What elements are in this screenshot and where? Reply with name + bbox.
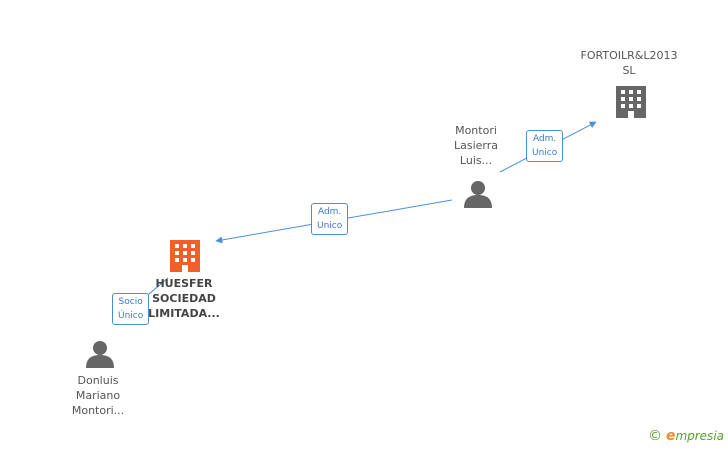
node-label-line: HUESFER [155,277,213,290]
edge-label-line: Adm. [532,134,557,144]
edge-label-montori-fortoil[interactable]: Adm. Unico [526,130,564,162]
person-icon[interactable] [464,181,492,208]
edge-label-line: Unico [532,148,558,158]
node-label-line: Lasierra [453,139,499,152]
node-label-donluis[interactable]: Donluis Mariano Montori... [38,373,158,418]
node-label-line: Mariano [75,389,121,402]
person-icon[interactable] [86,341,114,368]
node-label-line: FORTOILR&L2013 [580,49,678,62]
node-label-line: Donluis [77,374,119,387]
node-label-line: SOCIEDAD [152,292,216,305]
building-icon[interactable] [170,240,200,272]
node-label-huesfer[interactable]: HUESFER SOCIEDAD LIMITADA... [124,276,244,321]
node-label-line: SL [622,64,636,77]
brand-logo-text: mpresia [675,429,724,443]
brand-footer: ©empresia [648,428,724,444]
node-label-fortoil[interactable]: FORTOILR&L2013 SL [569,48,689,78]
node-label-line: Montori... [71,404,125,417]
node-label-line: Montori [455,124,497,137]
edge-label-line: Único [118,311,144,321]
node-label-line: Luis... [459,154,493,167]
edge-label-line: Adm. [317,207,342,217]
edge-label-montori-huesfer[interactable]: Adm. Unico [311,203,349,235]
brand-logo-e: e [665,428,676,444]
copyright-symbol: © [647,428,662,444]
edge-label-donluis-huesfer[interactable]: Socio Único [112,293,150,325]
edge-label-line: Unico [317,221,343,231]
edge-label-line: Socio [118,297,143,307]
building-icon[interactable] [616,86,646,118]
node-label-line: LIMITADA... [148,307,220,320]
node-label-montori[interactable]: Montori Lasierra Luis... [416,123,536,168]
